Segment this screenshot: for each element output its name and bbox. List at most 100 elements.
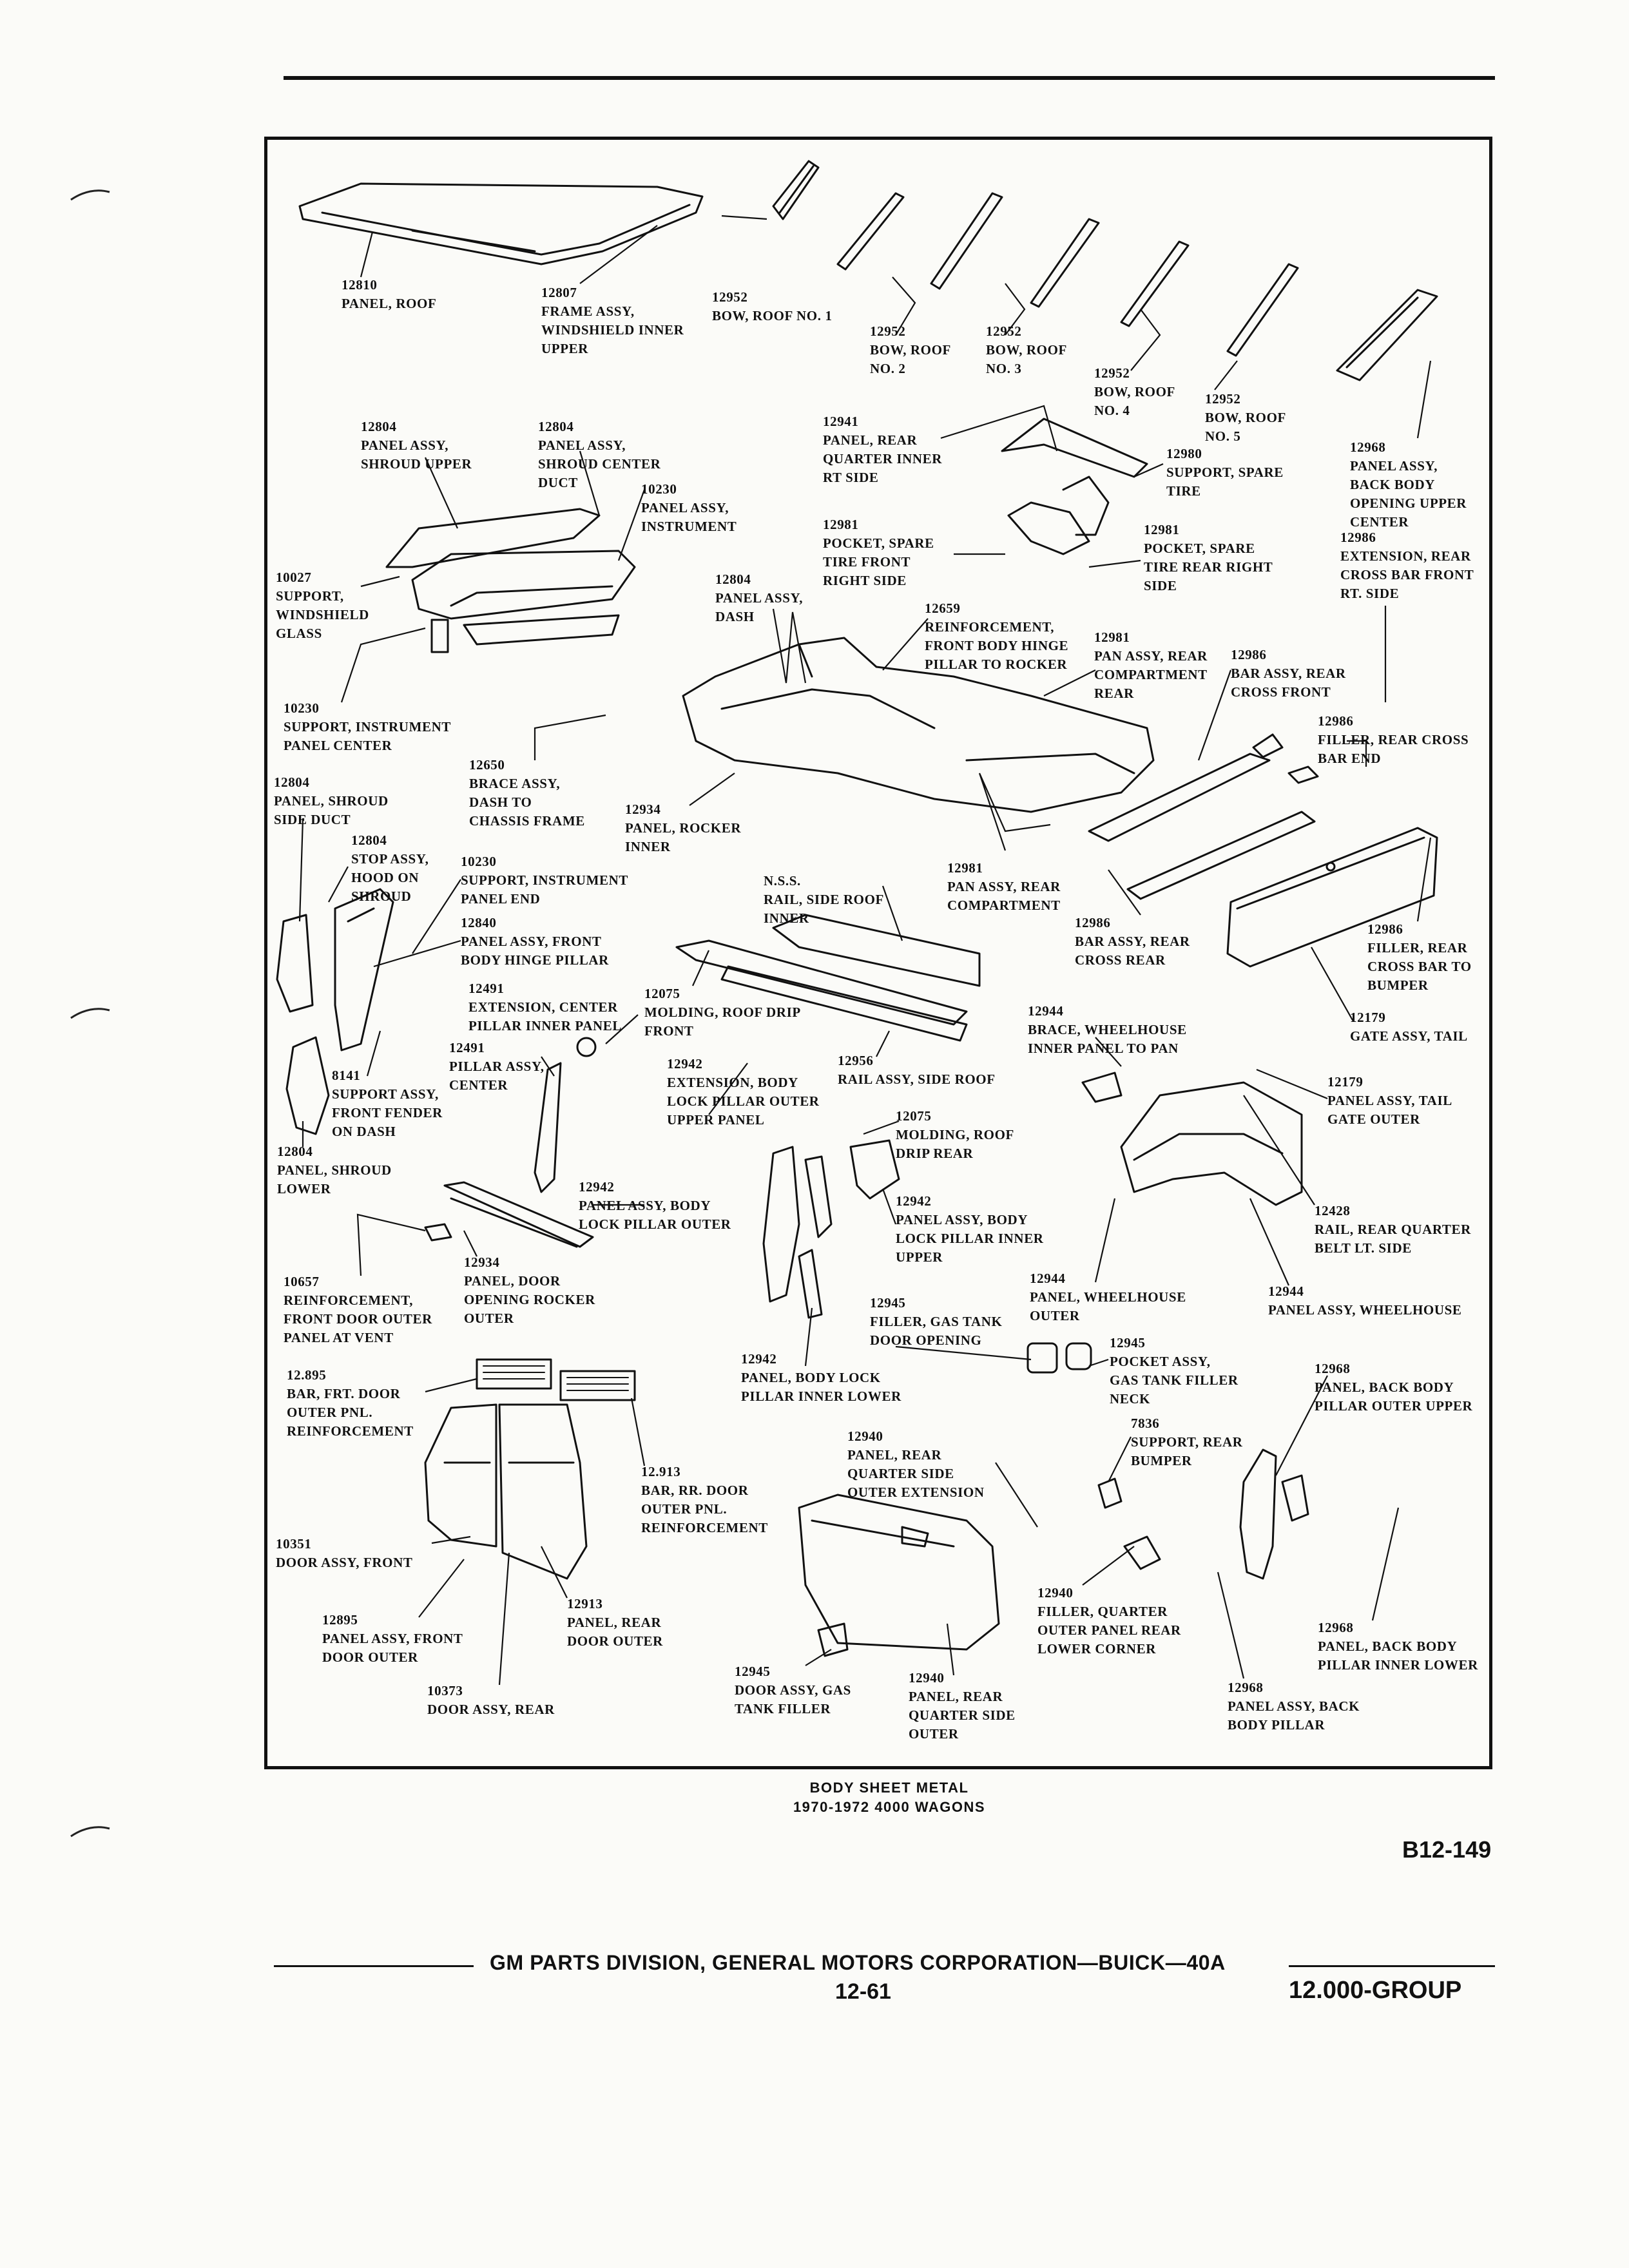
callout-l-12956: 12956 RAIL ASSY, SIDE ROOF [838,1053,996,1087]
callout-l-12980: 12980 SUPPORT, SPARE TIRE [1166,446,1284,499]
callout-l-12945-c: 12945 DOOR ASSY, GAS TANK FILLER [735,1664,851,1716]
callout-l-12179-b: 12179 PANEL ASSY, TAIL GATE OUTER [1327,1074,1452,1127]
callout-l-12981-b: 12981 POCKET, SPARE TIRE REAR RIGHT SIDE [1144,522,1273,593]
wheelhouse-drawing [1081,1072,1303,1206]
dash-floor-drawing [682,637,1155,813]
callout-l-10230-c: 10230 SUPPORT, INSTRUMENT PANEL END [461,854,628,907]
callout-l-12952-2: 12952 BOW, ROOF NO. 2 [870,323,951,376]
callout-l-12944-c: 12944 PANEL ASSY, WHEELHOUSE [1268,1283,1462,1318]
callout-l-12913-b: 12913 PANEL, REAR DOOR OUTER [567,1596,663,1649]
caption-subtitle: 1970-1972 4000 WAGONS [793,1799,986,1815]
rocker-outer-drawing [424,1181,594,1248]
callout-l-12944-b: 12944 PANEL, WHEELHOUSE OUTER [1030,1271,1186,1323]
rear-quarter-outer-drawing [798,1494,1000,1651]
callout-l-12650: 12650 BRACE ASSY, DASH TO CHASSIS FRAME [469,757,585,829]
callout-l-12968-c: 12968 PANEL, BACK BODY PILLAR INNER LOWE… [1318,1620,1478,1673]
callout-l-12986-d: 12986 BAR ASSY, REAR CROSS REAR [1075,915,1190,968]
hinge-pillar-drawing [276,888,394,1135]
callout-l-12945-b: 12945 POCKET ASSY, GAS TANK FILLER NECK [1110,1335,1239,1407]
callout-l-12942-a: 12942 EXTENSION, BODY LOCK PILLAR OUTER … [667,1056,820,1128]
footer-publisher: GM PARTS DIVISION, GENERAL MOTORS CORPOR… [490,1951,1226,1974]
leader-lines [298,215,1432,1686]
callout-l-12804-d: 12804 PANEL, SHROUD SIDE DUCT [274,774,389,827]
callout-l-12952-3: 12952 BOW, ROOF NO. 3 [986,323,1067,376]
callout-l-12986-e: 12986 FILLER, REAR CROSS BAR TO BUMPER [1367,921,1472,993]
callout-l-10351: 10351 DOOR ASSY, FRONT [276,1536,413,1570]
back-body-pillar-drawing [1239,1448,1309,1580]
windshield-frame-drawing [772,160,820,220]
callout-l-12934-a: 12934 PANEL, ROCKER INNER [625,802,742,854]
callout-l-12804-a: 12804 PANEL ASSY, SHROUD UPPER [361,419,472,472]
callout-l-12945-a: 12945 FILLER, GAS TANK DOOR OPENING [870,1295,1003,1348]
callout-l-12981-c: 12981 PAN ASSY, REAR COMPARTMENT REAR [1094,629,1208,701]
lock-pillar-drawing [762,1139,900,1319]
callout-l-12804-e: 12804 STOP ASSY, HOOD ON SHROUD [351,832,429,904]
callout-l-12940-c: 12940 PANEL, REAR QUARTER SIDE OUTER [909,1670,1016,1742]
callout-l-12952-1: 12952 BOW, ROOF NO. 1 [712,289,833,323]
footer-group: 12.000-GROUP [1289,1977,1462,2004]
rear-crossbar-drawing [1088,733,1319,900]
figure-id: B12-149 [1402,1836,1492,1863]
callout-l-8141: 8141 SUPPORT ASSY, FRONT FENDER ON DASH [332,1068,443,1139]
callout-l-12940-a: 12940 PANEL, REAR QUARTER SIDE OUTER EXT… [847,1428,985,1500]
roof-panel-drawing [298,182,704,265]
callout-l-12807: 12807 FRAME ASSY, WINDSHIELD INNER UPPER [541,285,684,356]
callout-l-12659: 12659 REINFORCEMENT, FRONT BODY HINGE PI… [925,601,1069,672]
callout-l-12075-a: 12075 MOLDING, ROOF DRIP FRONT [644,986,801,1039]
callout-l-12491-a: 12491 EXTENSION, CENTER PILLAR INNER PAN… [468,981,622,1033]
caption-title: BODY SHEET METAL [809,1780,969,1796]
callout-l-12986-c: 12986 FILLER, REAR CROSS BAR END [1318,713,1469,766]
callout-l-10373: 10373 DOOR ASSY, REAR [427,1683,555,1717]
doors-drawing [424,1403,588,1580]
footer-rule-right [1289,1965,1495,1967]
callout-l-12942-b: 12942 PANEL ASSY, BODY LOCK PILLAR OUTER [579,1179,731,1232]
footer-page-number: 12-61 [835,1979,891,2004]
callout-l-12944-a: 12944 BRACE, WHEELHOUSE INNER PANEL TO P… [1028,1003,1187,1056]
callout-l-12981-a: 12981 POCKET, SPARE TIRE FRONT RIGHT SID… [823,517,934,588]
callout-l-12895-a: 12.895 BAR, FRT. DOOR OUTER PNL. REINFOR… [287,1367,414,1439]
spare-tire-pocket-drawing [1001,418,1148,555]
callout-l-12075-b: 12075 MOLDING, ROOF DRIP REAR [896,1108,1014,1161]
margin-marks [70,189,110,1838]
door-reinforcement-drawing [476,1358,636,1401]
bumper-support-drawing [1097,1477,1161,1570]
callout-l-12179-a: 12179 GATE ASSY, TAIL [1350,1010,1468,1044]
callout-l-12968-b: 12968 PANEL, BACK BODY PILLAR OUTER UPPE… [1315,1361,1473,1414]
callout-l-12981-d: 12981 PAN ASSY, REAR COMPARTMENT [947,860,1061,913]
callout-l-12942-d: 12942 PANEL, BODY LOCK PILLAR INNER LOWE… [741,1351,901,1404]
tailgate-drawing [1226,827,1438,968]
center-pillar-drawing [534,1037,597,1193]
callout-l-12428: 12428 RAIL, REAR QUARTER BELT LT. SIDE [1315,1203,1471,1256]
callout-l-12913-a: 12.913 BAR, RR. DOOR OUTER PNL. REINFORC… [641,1464,768,1535]
gas-filler-drawing [817,1342,1092,1657]
callout-l-10230-b: 10230 SUPPORT, INSTRUMENT PANEL CENTER [284,700,451,753]
callout-l-12810: 12810 PANEL, ROOF [342,277,437,311]
callout-l-nss: N.S.S. RAIL, SIDE ROOF INNER [764,873,884,926]
top-rule [284,76,1495,80]
callout-l-12895-b: 12895 PANEL ASSY, FRONT DOOR OUTER [322,1612,463,1665]
callout-l-10657: 10657 REINFORCEMENT, FRONT DOOR OUTER PA… [284,1274,432,1345]
callout-l-12986-b: 12986 BAR ASSY, REAR CROSS FRONT [1231,647,1346,700]
callout-l-12491-b: 12491 PILLAR ASSY, CENTER [449,1040,545,1093]
callout-l-12804-f: 12804 PANEL, SHROUD LOWER [277,1144,392,1196]
callout-l-12942-c: 12942 PANEL ASSY, BODY LOCK PILLAR INNER… [896,1193,1044,1265]
callout-l-12986-a: 12986 EXTENSION, REAR CROSS BAR FRONT RT… [1340,530,1474,601]
callout-l-10230-a: 10230 PANEL ASSY, INSTRUMENT [641,481,737,534]
callout-l-7836: 7836 SUPPORT, REAR BUMPER [1131,1416,1243,1468]
shroud-instrument-drawing [385,508,636,653]
diagram-frame [264,137,1492,1769]
side-roof-rail-drawing [675,914,981,1042]
callout-l-12941: 12941 PANEL, REAR QUARTER INNER RT SIDE [823,414,942,485]
footer-rule-left [274,1965,474,1967]
callout-l-12940-b: 12940 FILLER, QUARTER OUTER PANEL REAR L… [1037,1585,1181,1657]
callout-l-12804-c: 12804 PANEL ASSY, DASH [715,572,804,624]
callout-l-12934-b: 12934 PANEL, DOOR OPENING ROCKER OUTER [464,1254,595,1326]
callout-l-10027: 10027 SUPPORT, WINDSHIELD GLASS [276,570,369,641]
roof-bows-drawing [836,192,1438,381]
callout-l-12968-d: 12968 PANEL ASSY, BACK BODY PILLAR [1228,1680,1360,1733]
callout-l-12952-4: 12952 BOW, ROOF NO. 4 [1094,365,1175,418]
callout-l-12840: 12840 PANEL ASSY, FRONT BODY HINGE PILLA… [461,915,609,968]
callout-l-12968-a: 12968 PANEL ASSY, BACK BODY OPENING UPPE… [1350,439,1467,530]
callout-l-12804-b: 12804 PANEL ASSY, SHROUD CENTER DUCT [538,419,661,490]
